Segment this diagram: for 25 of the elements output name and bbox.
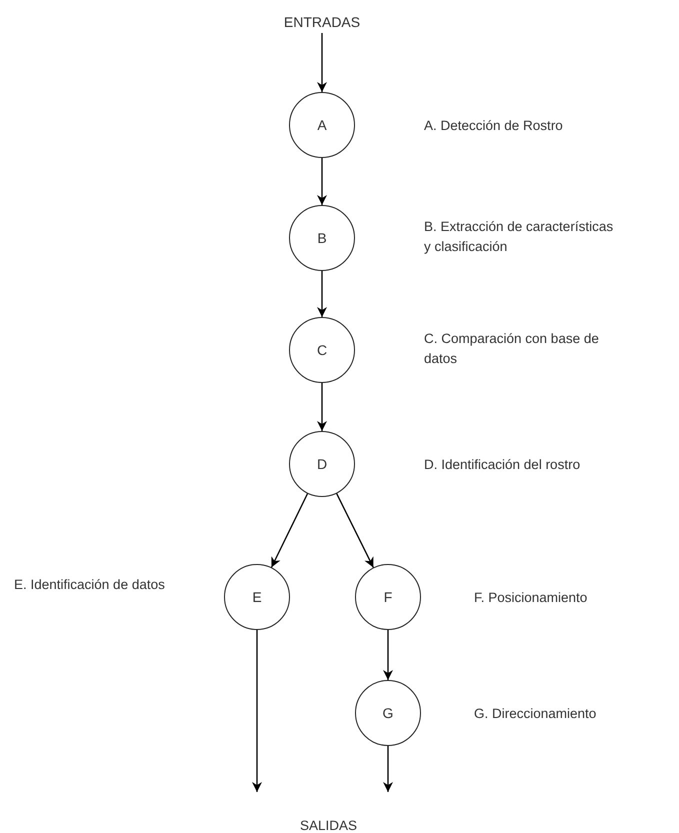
arrow [383,746,393,792]
arrow [336,493,374,568]
step-letter: B [317,230,327,246]
output-label: E. Identificación de datos [14,576,166,594]
arrow [317,271,327,317]
input-label: ENTRADAS [284,14,360,30]
step-letter: E [252,589,262,605]
arrow [383,630,393,680]
output-label: A. Detección de Rostro [424,117,564,135]
arrow [317,383,327,431]
step-letter: A [317,117,327,133]
step-letter: D [316,456,328,472]
output-label: G. Direccionamiento [474,705,598,723]
output-label: D. Identificación del rostro [424,456,582,474]
arrow [317,33,327,92]
step-letter: G [382,705,394,721]
step-letter: F [384,589,392,605]
output-label: SALIDAS [300,817,358,833]
output-label: B. Extracción de características y clasificación [424,218,614,256]
step-letter: C [316,342,328,358]
arrow [317,158,327,205]
output-label: F. Posicionamiento [474,589,588,607]
arrow [252,630,262,792]
arrow [270,493,308,568]
output-label: C. Comparación con base de datos [424,330,600,368]
